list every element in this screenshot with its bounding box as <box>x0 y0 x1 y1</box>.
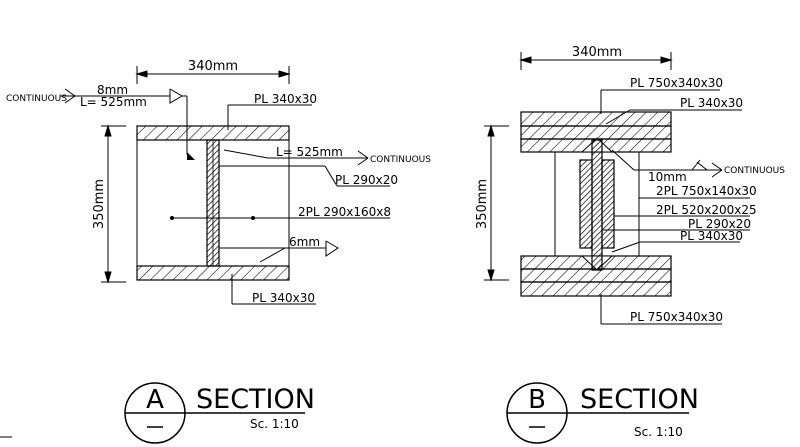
label-side-plates-a: 2PL 290x160x8 <box>298 205 391 219</box>
leaders-b <box>600 89 750 325</box>
doubler-plate-left-b <box>579 159 593 249</box>
label-web-a: PL 290x20 <box>335 173 398 187</box>
label-top-flange-a: PL 340x30 <box>254 92 317 106</box>
detail-b: 340mm 350mm <box>475 45 785 444</box>
weld-length-top-a: L= 525mm <box>80 95 147 109</box>
section-scale-a: Sc. 1:10 <box>250 417 299 431</box>
weld-length-mid-a: L= 525mm <box>276 145 343 159</box>
width-dimension-b <box>519 52 673 70</box>
leaders-a <box>60 88 390 305</box>
height-dimension-b-label: 350mm <box>475 179 490 229</box>
height-dimension-a <box>101 124 126 284</box>
top-cover-plate-b <box>520 111 672 127</box>
label-bottom-flange-a: PL 340x30 <box>252 291 315 305</box>
section-letter-b: B <box>528 385 546 415</box>
label-flange-bottom-b: PL 340x30 <box>680 229 743 243</box>
weld-size-mid-a: 6mm <box>289 235 320 249</box>
section-word-a: SECTION <box>196 384 315 415</box>
section-title-b: B SECTION Sc. 1:10 <box>506 382 699 444</box>
label-2pl-750-b: 2PL 750x140x30 <box>656 184 757 198</box>
doubler-plate-right-b <box>601 159 615 249</box>
label-flange-top-b: PL 340x30 <box>680 96 743 110</box>
bottom-flange-plate-a <box>136 265 290 281</box>
web-plate-b <box>591 139 603 271</box>
weld-note-left-a: CONTINUOUS <box>6 94 67 104</box>
width-dimension-a-label: 340mm <box>188 59 238 74</box>
height-dimension-a-label: 350mm <box>92 179 107 229</box>
width-dimension-a <box>135 66 291 84</box>
label-2pl-520-b: 2PL 520x200x25 <box>656 203 757 217</box>
top-flange-plate-b <box>520 125 672 140</box>
bottom-flange-plate-b <box>520 268 672 283</box>
weld-size-top-a: 8mm <box>97 83 128 97</box>
width-dimension-b-label: 340mm <box>572 45 622 60</box>
detail-a: 340mm 350mm <box>0 59 431 444</box>
label-web-b: PL 290x20 <box>688 217 751 231</box>
weld-note-mid-a: CONTINUOUS <box>370 155 431 165</box>
height-dimension-b <box>484 124 509 282</box>
section-scale-b: Sc. 1:10 <box>634 425 683 439</box>
bottom-cover-plate-b <box>520 281 672 297</box>
label-cover-bottom-b: PL 750x340x30 <box>630 310 723 324</box>
label-cover-top-b: PL 750x340x30 <box>630 76 723 90</box>
weld-note-b: CONTINUOUS <box>724 166 785 176</box>
weld-size-b: 10mm <box>648 170 687 184</box>
section-word-b: SECTION <box>580 384 699 415</box>
top-flange-plate-a <box>136 125 290 141</box>
section-letter-a: A <box>146 385 164 415</box>
section-title-a: A SECTION Sc. 1:10 <box>124 382 315 444</box>
